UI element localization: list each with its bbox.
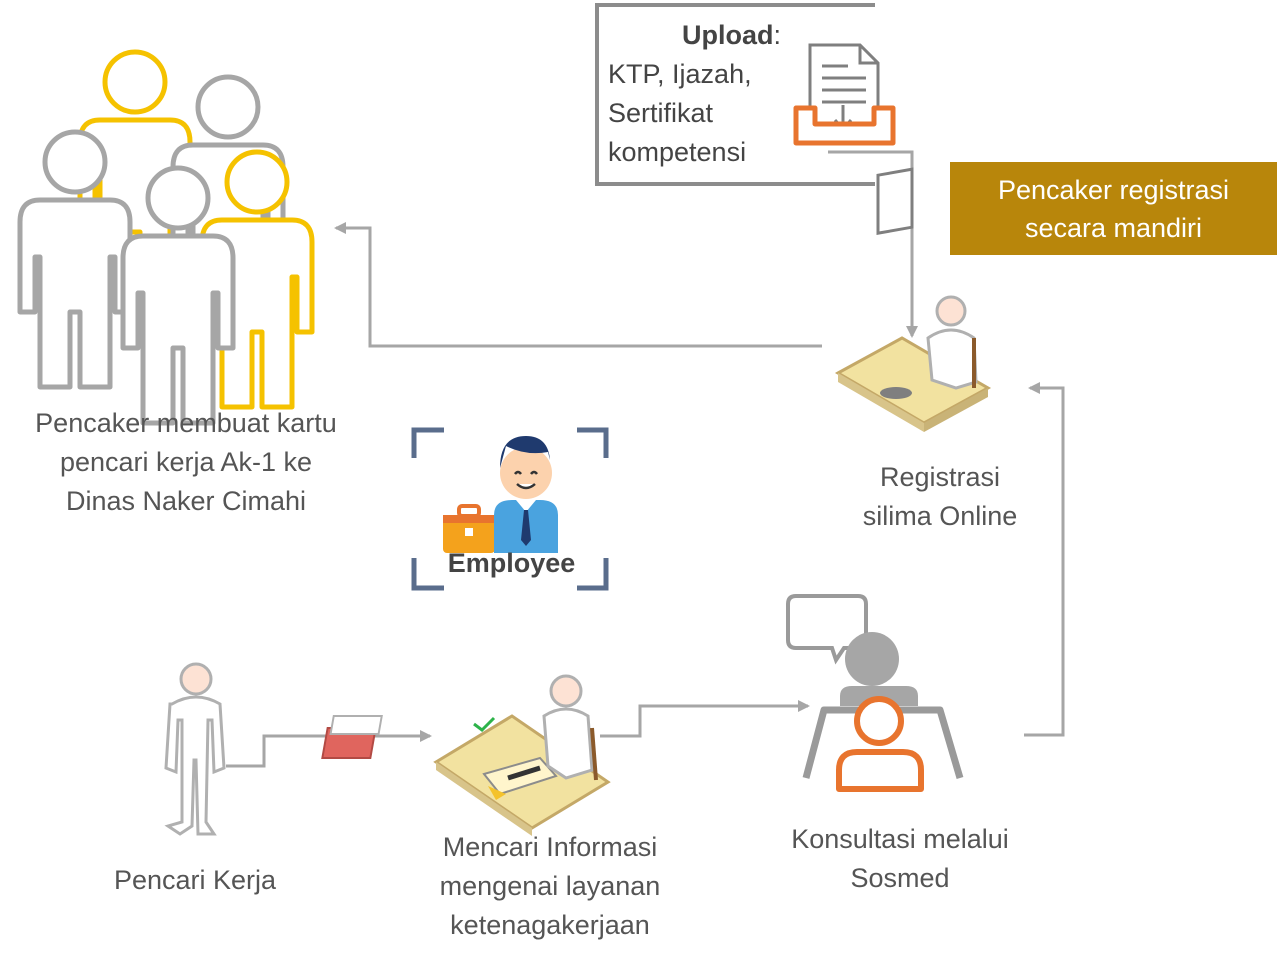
registrasi-line-2: silima Online <box>862 501 1018 531</box>
employee-icon <box>443 436 558 553</box>
consultation-icon <box>786 594 964 792</box>
job-seeker-icon <box>164 662 226 836</box>
banner-line-1: Pencaker registrasi <box>997 175 1230 205</box>
registrasi-to-pencaker-arrow <box>334 222 822 348</box>
registrasi-line-1: Registrasi <box>879 462 1001 492</box>
registrasi-label: Registrasi silima Online <box>820 458 1060 536</box>
pencari-kerja-label: Pencari Kerja <box>90 861 300 900</box>
employee-frame <box>411 427 609 591</box>
document-inbox-icon <box>793 43 896 146</box>
upload-connector <box>828 150 918 338</box>
upload-title: Upload <box>682 20 774 50</box>
konsultasi-label: Konsultasi melalui Sosmed <box>760 820 1040 898</box>
mencari-info-label: Mencari Informasi mengenai layanan keten… <box>400 828 700 945</box>
upload-box-frame <box>595 3 875 186</box>
pencaker-card-line-1: Pencaker membuat kartu <box>35 408 337 438</box>
self-registration-banner: Pencaker registrasi secara mandiri <box>950 162 1277 255</box>
konsultasi-line-2: Sosmed <box>850 863 950 893</box>
upload-box: Upload: KTP, Ijazah, Sertifikat kompeten… <box>608 16 781 172</box>
upload-colon: : <box>773 20 782 50</box>
konsultasi-line-1: Konsultasi melalui <box>791 824 1009 854</box>
upload-line-2: Sertifikat <box>608 98 714 128</box>
pencaker-card-line-3: Dinas Naker Cimahi <box>65 486 307 516</box>
people-group-icon <box>20 52 312 423</box>
mencari-info-line-2: mengenai layanan <box>439 871 661 901</box>
pencaker-card-label: Pencaker membuat kartu pencari kerja Ak-… <box>0 404 372 521</box>
pencaker-card-line-2: pencari kerja Ak-1 ke <box>59 447 313 477</box>
mencari-info-line-1: Mencari Informasi <box>442 832 658 862</box>
mencari-to-konsultasi-arrow <box>600 700 810 738</box>
upload-line-3: kompetensi <box>608 137 747 167</box>
desk-documents-icon <box>321 674 611 836</box>
pencari-kerja-line-1: Pencari Kerja <box>113 865 277 895</box>
banner-line-2: secara mandiri <box>1024 213 1203 243</box>
mencari-info-line-3: ketenagakerjaan <box>450 910 650 940</box>
computer-user-icon <box>834 167 992 432</box>
upload-line-1: KTP, Ijazah, <box>608 59 752 89</box>
employee-label: Employee <box>447 548 576 578</box>
konsultasi-to-registrasi-arrow <box>1024 382 1065 737</box>
